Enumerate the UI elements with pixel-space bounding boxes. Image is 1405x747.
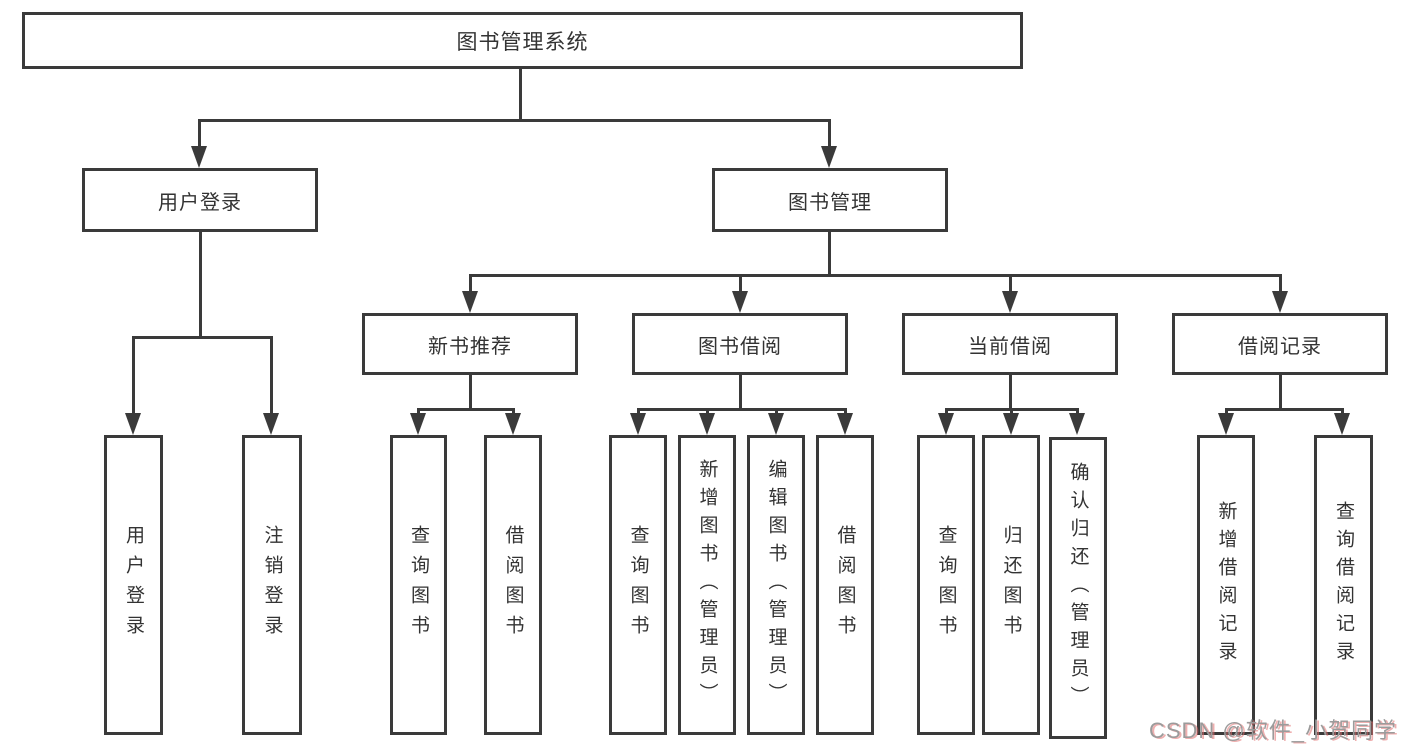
connector-g3-drop-1 xyxy=(945,408,948,415)
leaf-newbook-query: 查询图书 xyxy=(390,435,447,735)
connector-g4-drop-2 xyxy=(1341,408,1344,415)
arrowhead-g1-query xyxy=(410,413,426,435)
leaf-current-query: 查询图书 xyxy=(917,435,975,735)
connector-root-drop-right xyxy=(828,119,831,147)
arrowhead-g2-borrow xyxy=(837,413,853,435)
leaf-current-return: 归还图书 xyxy=(982,435,1040,735)
arrowhead-g4-add xyxy=(1218,413,1234,435)
arrowhead-book-mgmt xyxy=(821,146,837,168)
arrowhead-g2-edit xyxy=(768,413,784,435)
connector-g1-stem xyxy=(469,375,472,408)
leaf-current-query-label: 查询图书 xyxy=(935,525,957,645)
leaf-borrow-add-admin-label: 新增图书（管理员） xyxy=(696,459,718,711)
arrowhead-g3-confirm xyxy=(1069,413,1085,435)
leaf-record-query: 查询借阅记录 xyxy=(1314,435,1373,735)
node-root-label: 图书管理系统 xyxy=(456,30,589,54)
connector-g2-drop-1 xyxy=(637,408,640,415)
leaf-current-confirm-admin: 确认归还（管理员） xyxy=(1049,437,1107,739)
leaf-borrow-edit-admin-label: 编辑图书（管理员） xyxy=(765,459,787,711)
connector-g1-drop-2 xyxy=(512,408,515,415)
arrowhead-new-book xyxy=(462,291,478,313)
leaf-record-add-label: 新增借阅记录 xyxy=(1215,501,1237,669)
leaf-borrow-query-label: 查询图书 xyxy=(627,525,649,645)
arrowhead-record xyxy=(1272,291,1288,313)
arrowhead-g3-query xyxy=(938,413,954,435)
connector-root-bar xyxy=(198,119,831,122)
node-new-book-rec-label: 新书推荐 xyxy=(428,335,512,358)
connector-user-login-drop-2 xyxy=(270,336,273,414)
connector-g2-drop-4 xyxy=(844,408,847,415)
node-root: 图书管理系统 xyxy=(22,12,1023,69)
connector-g2-stem xyxy=(739,375,742,408)
node-user-login-label: 用户登录 xyxy=(158,191,242,214)
connector-drop-record xyxy=(1279,274,1282,292)
connector-root-stem xyxy=(519,69,522,119)
connector-g2-drop-2 xyxy=(706,408,709,415)
node-borrow-record: 借阅记录 xyxy=(1172,313,1388,375)
leaf-logout: 注销登录 xyxy=(242,435,302,735)
connector-drop-new-book xyxy=(469,274,472,292)
connector-book-mgmt-bar xyxy=(469,274,1282,277)
connector-g2-bar xyxy=(637,408,847,411)
connector-g4-bar xyxy=(1225,408,1344,411)
node-borrow-record-label: 借阅记录 xyxy=(1238,335,1322,358)
connector-user-login-bar xyxy=(132,336,272,339)
arrowhead-user-login xyxy=(191,146,207,168)
connector-drop-borrow xyxy=(739,274,742,292)
arrowhead-g1-borrow xyxy=(505,413,521,435)
leaf-newbook-borrow-label: 借阅图书 xyxy=(502,525,524,645)
leaf-record-add: 新增借阅记录 xyxy=(1197,435,1255,735)
leaf-user-login: 用户登录 xyxy=(104,435,163,735)
connector-g2-drop-3 xyxy=(775,408,778,415)
leaf-borrow-borrow-label: 借阅图书 xyxy=(834,525,856,645)
connector-drop-current xyxy=(1009,274,1012,292)
arrowhead-leaf-login xyxy=(125,413,141,435)
leaf-newbook-borrow: 借阅图书 xyxy=(484,435,542,735)
connector-g1-drop-1 xyxy=(417,408,420,415)
connector-root-drop-left xyxy=(198,119,201,147)
node-book-borrow: 图书借阅 xyxy=(632,313,848,375)
connector-user-login-stem xyxy=(199,232,202,336)
node-book-mgmt-label: 图书管理 xyxy=(788,191,872,214)
csdn-watermark: CSDN @软件_小贺同学 xyxy=(1148,718,1397,743)
leaf-user-login-label: 用户登录 xyxy=(123,525,144,645)
arrowhead-g2-add xyxy=(699,413,715,435)
arrowhead-leaf-logout xyxy=(263,413,279,435)
leaf-borrow-add-admin: 新增图书（管理员） xyxy=(678,435,736,735)
node-current-borrow-label: 当前借阅 xyxy=(968,335,1052,358)
leaf-borrow-edit-admin: 编辑图书（管理员） xyxy=(747,435,805,735)
arrowhead-g3-return xyxy=(1003,413,1019,435)
node-book-mgmt: 图书管理 xyxy=(712,168,948,232)
leaf-borrow-borrow: 借阅图书 xyxy=(816,435,874,735)
node-user-login: 用户登录 xyxy=(82,168,318,232)
connector-g3-drop-3 xyxy=(1076,408,1079,415)
arrowhead-borrow xyxy=(732,291,748,313)
connector-user-login-drop-1 xyxy=(132,336,135,414)
arrowhead-current xyxy=(1002,291,1018,313)
arrowhead-g4-query xyxy=(1334,413,1350,435)
connector-g4-stem xyxy=(1279,375,1282,408)
connector-g1-bar xyxy=(417,408,515,411)
leaf-newbook-query-label: 查询图书 xyxy=(408,525,429,645)
node-book-borrow-label: 图书借阅 xyxy=(698,335,782,358)
connector-g3-stem xyxy=(1009,375,1012,408)
node-current-borrow: 当前借阅 xyxy=(902,313,1118,375)
arrowhead-g2-query xyxy=(630,413,646,435)
leaf-record-query-label: 查询借阅记录 xyxy=(1333,501,1354,669)
leaf-logout-label: 注销登录 xyxy=(261,525,283,645)
node-new-book-rec: 新书推荐 xyxy=(362,313,578,375)
leaf-current-return-label: 归还图书 xyxy=(1000,525,1022,645)
leaf-borrow-query: 查询图书 xyxy=(609,435,667,735)
leaf-current-confirm-admin-label: 确认归还（管理员） xyxy=(1067,462,1089,714)
connector-g4-drop-1 xyxy=(1225,408,1228,415)
connector-g3-drop-2 xyxy=(1010,408,1013,415)
connector-book-mgmt-stem xyxy=(828,232,831,274)
